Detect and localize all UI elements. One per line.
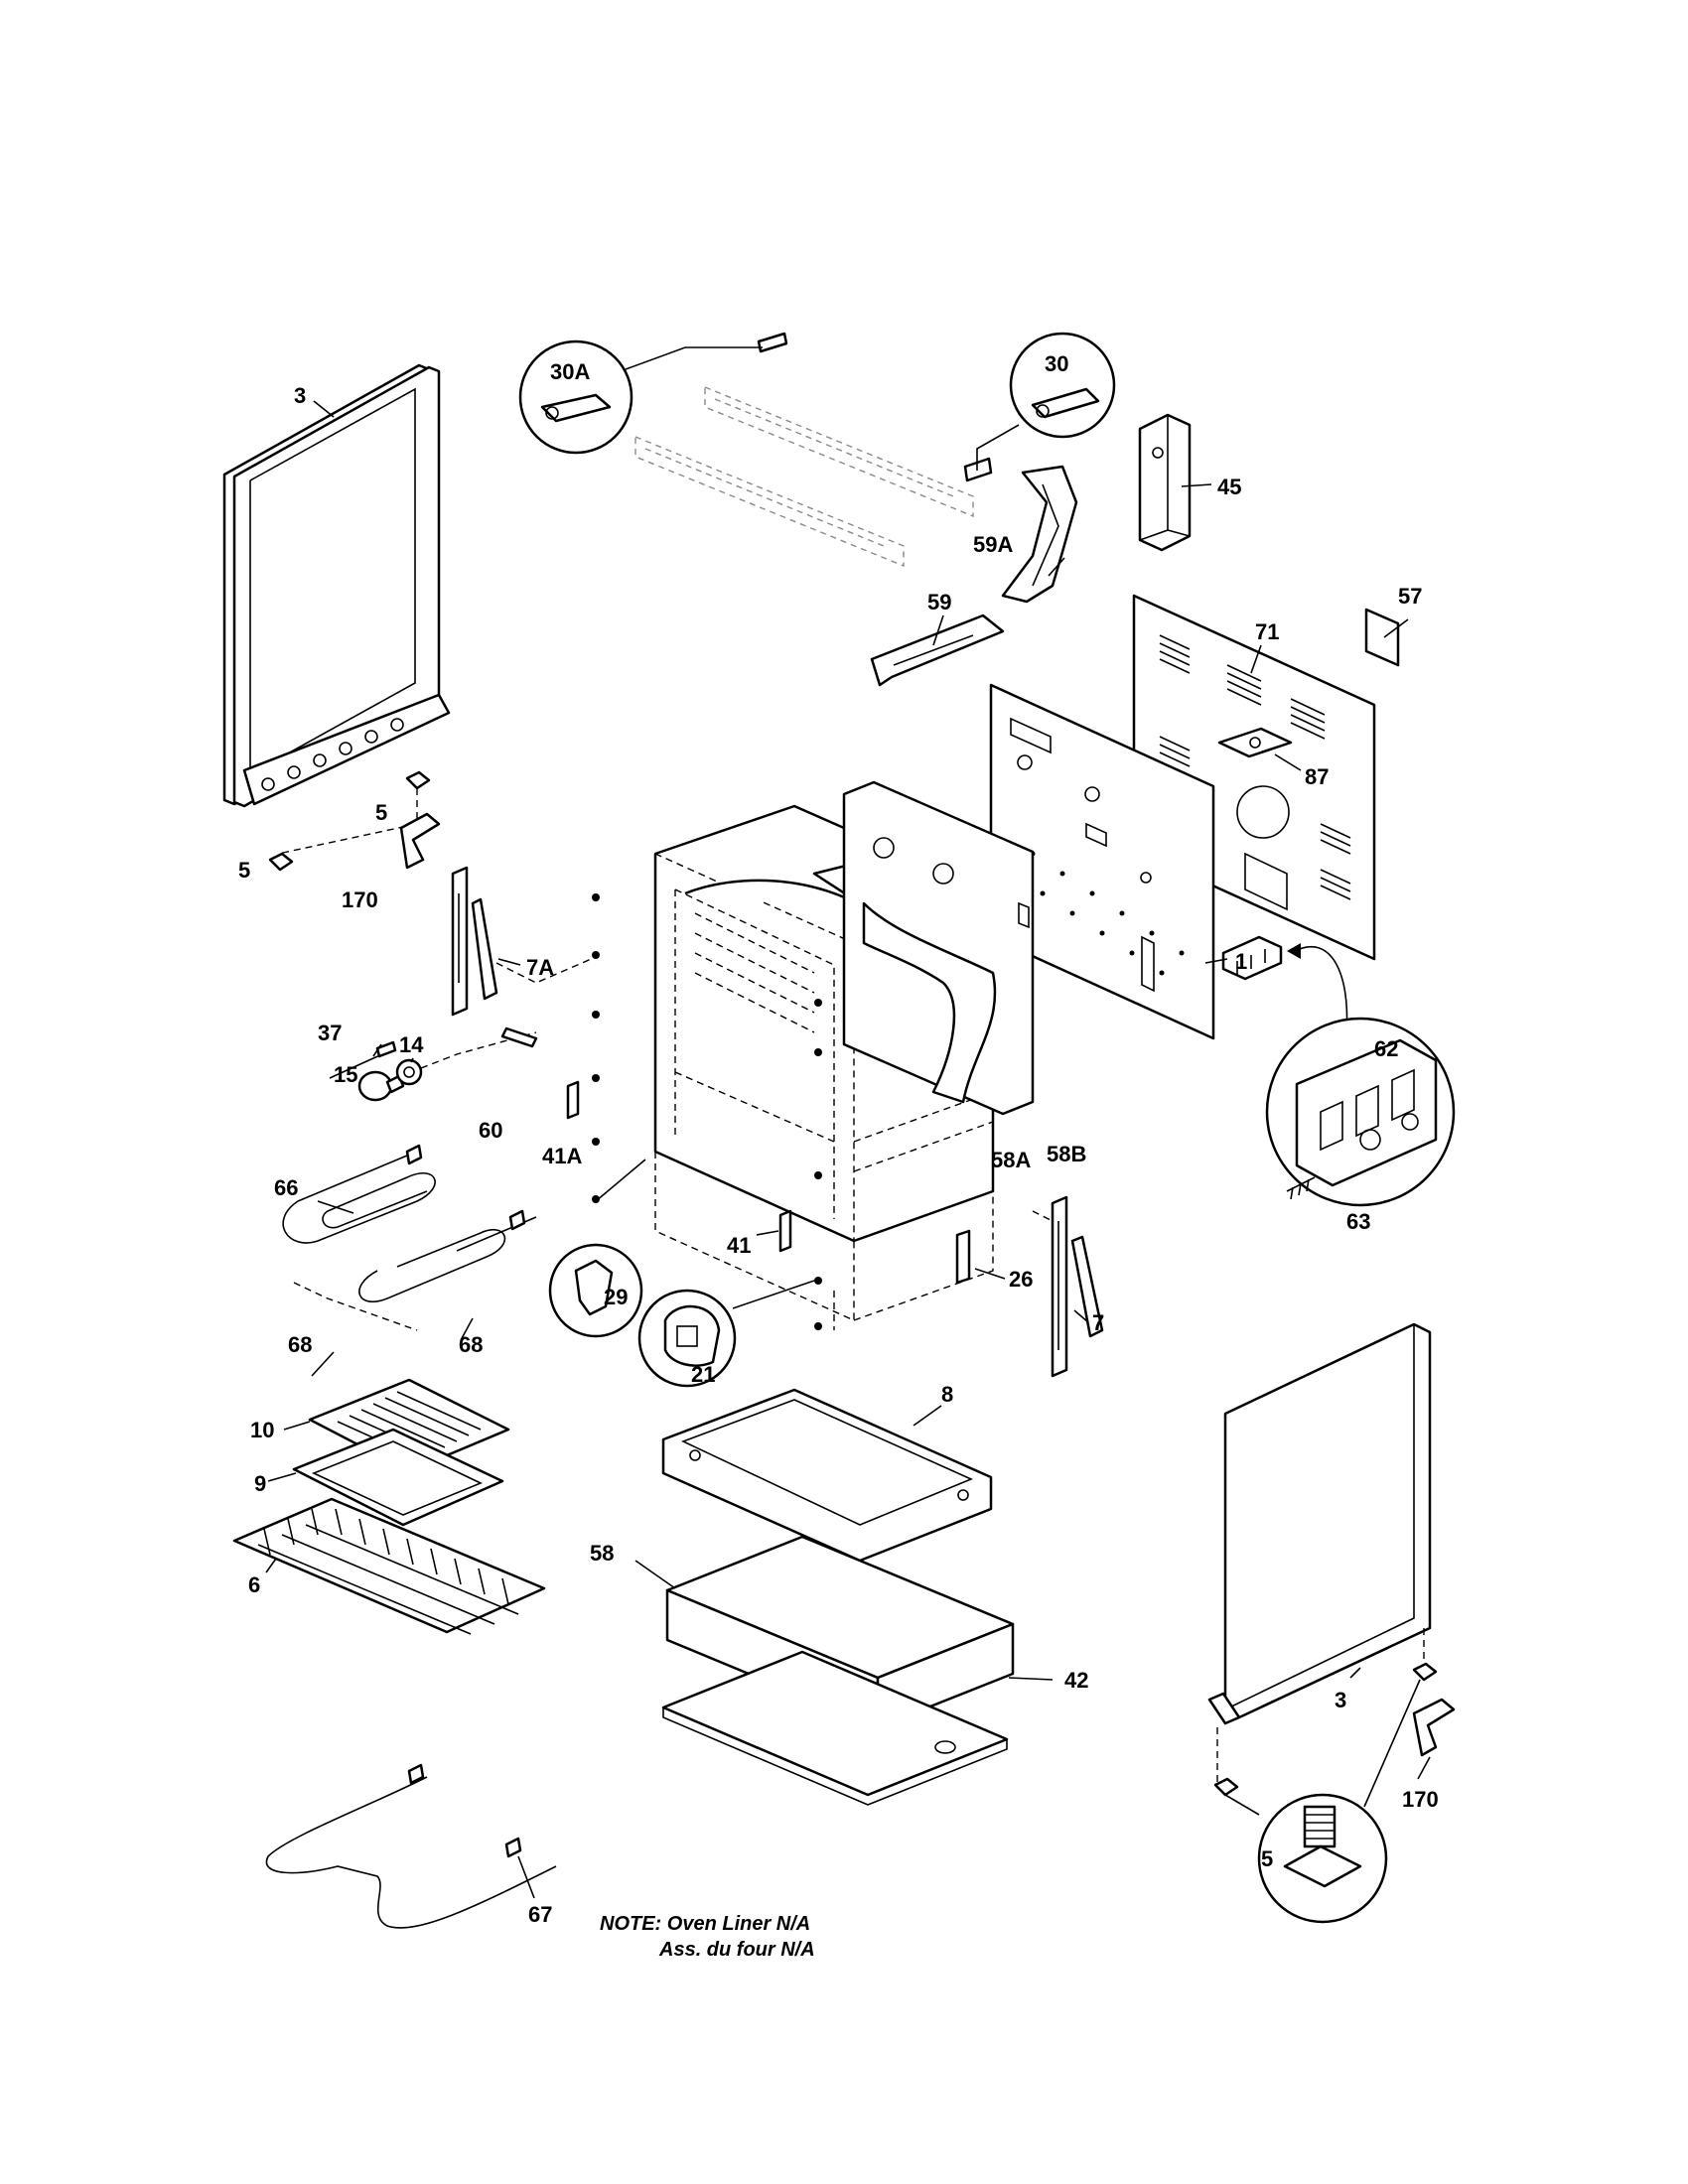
left-bracket-170: [399, 812, 441, 870]
note-line-2: Ass. du four N/A: [658, 1939, 815, 1961]
label-59: 59: [927, 590, 951, 614]
top-frame-ghost: [634, 386, 974, 568]
label-59a: 59A: [973, 532, 1013, 557]
label-66: 66: [274, 1175, 298, 1200]
part-labels: 3 30A 30 45 59A 59 71 57 87 5 5 170 7A 3…: [238, 351, 1439, 1927]
label-41: 41: [727, 1233, 751, 1258]
label-7a: 7A: [526, 955, 554, 980]
right-leveler-feet: [1213, 1662, 1438, 1816]
part-66-broil-element: [282, 1144, 436, 1244]
label-45: 45: [1217, 475, 1241, 499]
label-57: 57: [1398, 584, 1422, 609]
label-30: 30: [1045, 351, 1068, 376]
part-45-box: [1138, 413, 1192, 552]
label-71: 71: [1255, 619, 1279, 644]
right-bracket-170: [1412, 1698, 1456, 1757]
label-87: 87: [1305, 764, 1329, 789]
part-68-element-wires: [293, 1209, 537, 1331]
label-10: 10: [250, 1418, 274, 1442]
label-60: 60: [479, 1118, 502, 1143]
part-9-broil-pan: [292, 1428, 504, 1527]
part-15-bulb: [357, 1070, 405, 1102]
label-21: 21: [691, 1362, 715, 1387]
part-6-oven-rack: [232, 1497, 546, 1635]
oven-liner-note: NOTE: Oven Liner N/A Ass. du four N/A: [600, 1913, 815, 1961]
label-170-top: 170: [342, 887, 378, 912]
part-37-wire: [329, 1040, 397, 1079]
oven-lower-frame: [654, 1152, 994, 1330]
label-37: 37: [318, 1021, 342, 1045]
part-41-bracket: [778, 1209, 792, 1253]
label-5-b: 5: [238, 858, 250, 883]
label-63: 63: [1346, 1209, 1370, 1234]
label-3-bottom: 3: [1335, 1688, 1346, 1712]
part-8-drawer: [661, 1388, 993, 1563]
label-58b: 58B: [1047, 1142, 1086, 1166]
label-29: 29: [604, 1285, 628, 1309]
part-57-plate: [1364, 608, 1400, 667]
label-5-a: 5: [375, 800, 387, 825]
callout-circle-5: [1257, 1793, 1388, 1924]
label-67: 67: [528, 1902, 552, 1927]
label-7: 7: [1092, 1310, 1104, 1335]
label-42: 42: [1064, 1668, 1088, 1693]
label-30a: 30A: [550, 359, 590, 384]
label-9: 9: [254, 1471, 266, 1496]
part-14-socket: [395, 1031, 537, 1086]
part-58a-insulation: [862, 901, 997, 1104]
callout-circle-30: [976, 332, 1116, 471]
part-59a-duct: [1001, 465, 1078, 604]
label-26: 26: [1009, 1267, 1033, 1292]
callout-circle-21: [637, 1280, 815, 1388]
part-7a-hinge: [451, 866, 498, 1017]
label-5-circle: 5: [1261, 1846, 1273, 1871]
part-87-plate: [1217, 727, 1293, 758]
note-line-1: NOTE: Oven Liner N/A: [600, 1913, 810, 1935]
label-170-bottom: 170: [1402, 1787, 1439, 1812]
label-8: 8: [941, 1382, 953, 1407]
left-side-panel: [222, 363, 451, 808]
label-68-b: 68: [459, 1332, 483, 1357]
label-41a: 41A: [542, 1144, 582, 1168]
part-7-hinge: [1051, 1195, 1104, 1378]
label-58a: 58A: [991, 1148, 1031, 1172]
small-bracket-30-part: [963, 457, 993, 482]
callout-circle-30a: [518, 340, 763, 455]
part-26-bracket: [955, 1229, 971, 1285]
hinge-guide-dashes: [495, 956, 1054, 1222]
label-leaders: [265, 400, 1431, 1899]
part-59-duct: [870, 614, 1005, 687]
label-1: 1: [1235, 949, 1247, 974]
callout-circle-29: [548, 1159, 646, 1338]
label-68-a: 68: [288, 1332, 312, 1357]
label-6: 6: [248, 1572, 260, 1597]
part-42-bottom-panel: [661, 1650, 1009, 1806]
small-bracket-30a-part: [757, 332, 788, 353]
label-3-top: 3: [294, 383, 306, 408]
label-15: 15: [334, 1062, 357, 1087]
label-58: 58: [590, 1541, 614, 1566]
callout-circle-62: [1265, 1017, 1456, 1207]
part-67-bake-element: [265, 1763, 557, 1929]
label-62: 62: [1374, 1036, 1398, 1061]
part-62-terminal-block: [1221, 935, 1348, 1033]
label-14: 14: [399, 1032, 424, 1057]
part-41a-bracket: [566, 1080, 580, 1120]
right-side-panel: [1207, 1322, 1432, 1783]
part-60-bracket: [500, 1026, 538, 1048]
